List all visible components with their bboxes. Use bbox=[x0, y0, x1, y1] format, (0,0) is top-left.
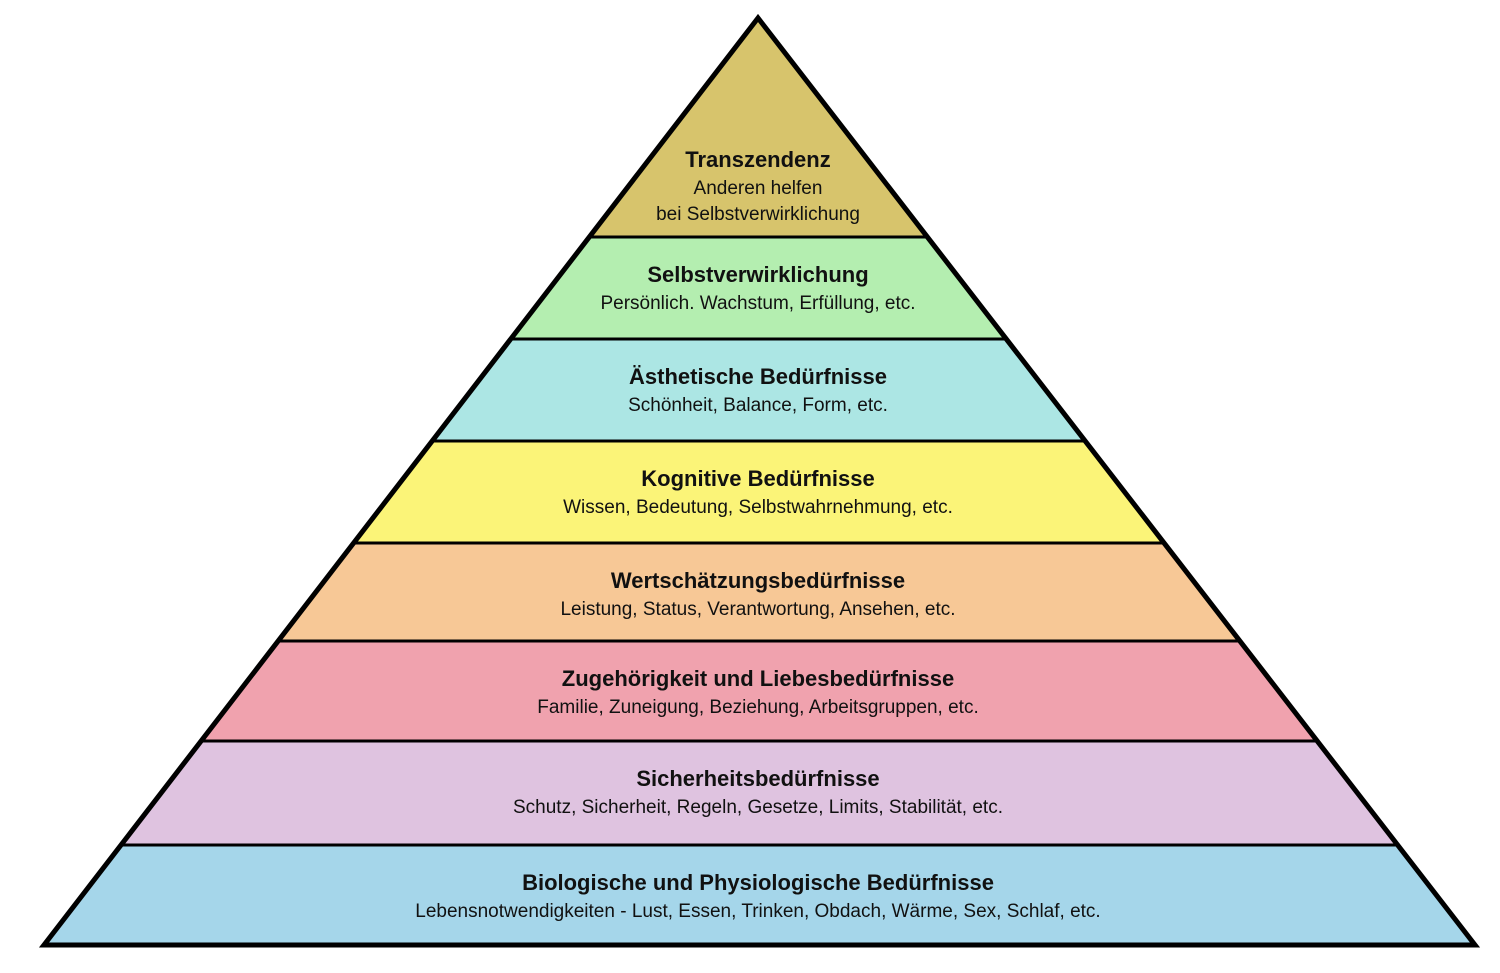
level-2-description: Persönlich. Wachstum, Erfüllung, etc. bbox=[600, 293, 915, 314]
pyramid-outline bbox=[38, 13, 1481, 948]
pyramid-level-3-band bbox=[432, 339, 1086, 441]
level-6-title: Zugehörigkeit und Liebesbedürfnisse bbox=[562, 666, 954, 691]
pyramid-level-8-band bbox=[44, 845, 1475, 945]
level-5-title: Wertschätzungsbedürfnisse bbox=[611, 568, 905, 593]
pyramid-level-5-band bbox=[278, 543, 1240, 641]
level-3-description: Schönheit, Balance, Form, etc. bbox=[628, 395, 888, 416]
level-4-title: Kognitive Bedürfnisse bbox=[641, 466, 874, 491]
pyramid-level-6-band bbox=[201, 641, 1318, 741]
level-4-description: Wissen, Bedeutung, Selbstwahrnehmung, et… bbox=[563, 497, 953, 518]
level-3-title: Ästhetische Bedürfnisse bbox=[629, 364, 887, 389]
level-1-title: Transzendenz bbox=[685, 147, 830, 172]
level-7-title: Sicherheitsbedürfnisse bbox=[636, 766, 879, 791]
level-1-description: bei Selbstverwirklichung bbox=[656, 204, 860, 225]
pyramid-level-1-band bbox=[589, 18, 928, 237]
level-5-description: Leistung, Status, Verantwortung, Ansehen… bbox=[560, 599, 955, 620]
level-1-description: Anderen helfen bbox=[694, 178, 823, 199]
level-8-description: Lebensnotwendigkeiten - Lust, Essen, Tri… bbox=[415, 901, 1100, 922]
level-6-description: Familie, Zuneigung, Beziehung, Arbeitsgr… bbox=[537, 697, 979, 718]
pyramid-level-4-band bbox=[353, 441, 1165, 543]
level-2-title: Selbstverwirklichung bbox=[647, 262, 868, 287]
pyramid-level-7-band bbox=[121, 741, 1398, 845]
pyramid-level-2-band bbox=[510, 237, 1007, 339]
level-8-title: Biologische und Physiologische Bedürfnis… bbox=[522, 870, 994, 895]
level-7-description: Schutz, Sicherheit, Regeln, Gesetze, Lim… bbox=[513, 797, 1003, 818]
